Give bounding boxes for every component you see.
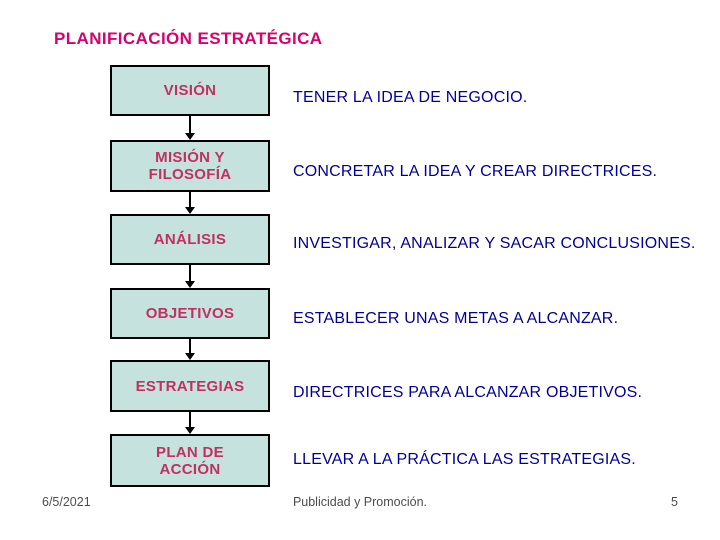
flow-box-label: OBJETIVOS: [145, 305, 235, 322]
flow-description-mision: CONCRETAR LA IDEA Y CREAR DIRECTRICES.: [293, 163, 658, 180]
page-title: PLANIFICACIÓN ESTRATÉGICA: [54, 29, 323, 48]
flow-box-label: MISIÓN Y FILOSOFÍA: [148, 149, 232, 183]
footer-title: Publicidad y Promoción.: [292, 495, 428, 509]
arrow-shaft: [189, 265, 191, 281]
arrow-down-icon: [185, 133, 195, 140]
flow-arrow: [184, 265, 196, 288]
flow-description-objetivos: ESTABLECER UNAS METAS A ALCANZAR.: [293, 310, 619, 327]
arrow-shaft: [189, 339, 191, 353]
flow-box-estrategias: ESTRATEGIAS: [110, 360, 270, 412]
flow-arrow: [184, 116, 196, 140]
arrow-down-icon: [185, 207, 195, 214]
flow-box-plan-de-accion: PLAN DE ACCIÓN: [110, 434, 270, 487]
flow-arrow: [184, 412, 196, 434]
arrow-down-icon: [185, 281, 195, 288]
flow-box-analisis: ANÁLISIS: [110, 214, 270, 265]
footer-page-number: 5: [671, 495, 678, 509]
flow-box-vision: VISIÓN: [110, 65, 270, 116]
flow-description-analisis: INVESTIGAR, ANALIZAR Y SACAR CONCLUSIONE…: [293, 235, 696, 252]
flow-description-vision: TENER LA IDEA DE NEGOCIO.: [293, 89, 528, 106]
flow-box-objetivos: OBJETIVOS: [110, 288, 270, 339]
arrow-shaft: [189, 412, 191, 427]
flow-box-mision-y-filosofia: MISIÓN Y FILOSOFÍA: [110, 140, 270, 192]
arrow-shaft: [189, 192, 191, 207]
flow-box-label: ANÁLISIS: [153, 231, 227, 248]
flow-description-plan: LLEVAR A LA PRÁCTICA LAS ESTRATEGIAS.: [293, 451, 636, 468]
arrow-down-icon: [185, 427, 195, 434]
arrow-shaft: [189, 116, 191, 133]
flow-arrow: [184, 192, 196, 214]
arrow-down-icon: [185, 353, 195, 360]
footer-date: 6/5/2021: [42, 495, 91, 509]
flow-box-label: VISIÓN: [163, 82, 217, 99]
flow-box-label: PLAN DE ACCIÓN: [156, 443, 224, 478]
flow-description-estrategias: DIRECTRICES PARA ALCANZAR OBJETIVOS.: [293, 384, 643, 401]
flow-box-label: ESTRATEGIAS: [135, 377, 245, 395]
flow-arrow: [184, 339, 196, 360]
